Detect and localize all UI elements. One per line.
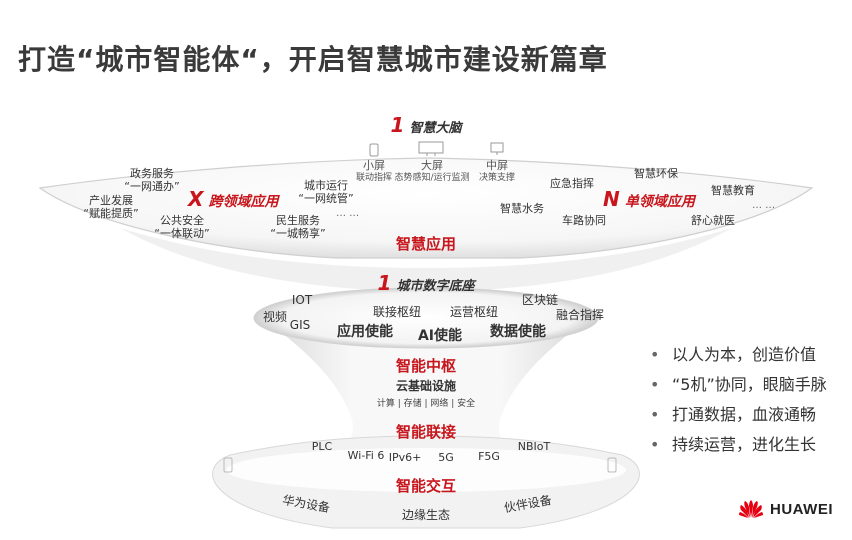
- cross-item-safety: 公共安全 “一体联动”: [154, 214, 210, 240]
- cross-domain-label: 跨领域应用: [208, 194, 279, 210]
- cross-item-safety-slogan: “一体联动”: [154, 226, 210, 240]
- base-item-blockchain: 区块链: [521, 293, 559, 307]
- cross-item-gov-slogan: “一网通办”: [124, 179, 180, 193]
- enabler-ai: AI使能: [417, 328, 463, 344]
- key-point-text: “5机”协同，眼脑手脉: [672, 375, 827, 394]
- bullet-dot: •: [650, 435, 660, 454]
- connect-item-f5g: F5G: [478, 450, 500, 463]
- cross-item-industry-slogan: “赋能提质”: [83, 206, 139, 220]
- cross-domain-letter: X: [188, 187, 204, 211]
- cross-item-gov-title: 政务服务: [130, 167, 174, 180]
- medium-screen-sub: 决策支撑: [478, 173, 516, 183]
- single-domain-label: 单领域应用: [624, 194, 695, 210]
- key-point: • 持续运营，进化生长: [650, 430, 827, 460]
- single-item-education: 智慧教育: [711, 184, 755, 197]
- large-screen-sub: 态势感知/运行监测: [394, 173, 470, 183]
- cross-item-livelihood-slogan: “一城畅享”: [270, 226, 326, 240]
- digital-base-number: 1: [377, 271, 392, 295]
- cloud-infra-label: 云基础设施: [395, 379, 457, 393]
- cross-item-safety-title: 公共安全: [160, 214, 204, 227]
- cross-item-ops: 城市运行 “一网统管”: [298, 179, 354, 205]
- brain-heading: 1 智慧大脑: [390, 114, 461, 137]
- single-item-water: 智慧水务: [500, 202, 544, 215]
- bullet-dot: •: [650, 375, 660, 394]
- page-title: 打造“城市智能体“，开启智慧城市建设新篇章: [18, 43, 608, 76]
- cross-ellipsis: … …: [336, 208, 360, 219]
- cross-domain-heading: X 跨领域应用: [188, 188, 279, 211]
- bullet-dot: •: [650, 345, 660, 364]
- single-ellipsis: … …: [752, 200, 776, 211]
- huawei-logo-text: HUAWEI: [770, 500, 833, 518]
- smart-connect-label: 智能联接: [395, 423, 457, 441]
- digital-base-label: 城市数字底座: [396, 279, 475, 294]
- vase-body: [240, 315, 612, 478]
- base-item-command: 融合指挥: [555, 308, 605, 322]
- key-point: • 以人为本，创造价值: [650, 340, 827, 370]
- large-screen-icon: [418, 141, 444, 161]
- single-item-emergency: 应急指挥: [550, 177, 594, 190]
- base-item-connection-hub: 联接枢纽: [372, 305, 422, 319]
- base-item-gis: GIS: [289, 318, 311, 332]
- phone-icon: [369, 142, 379, 161]
- brain-label: 智慧大脑: [409, 121, 462, 136]
- base-item-video: 视频: [262, 310, 288, 324]
- key-point-text: 以人为本，创造价值: [672, 345, 817, 364]
- digital-base-heading: 1 城市数字底座: [377, 272, 474, 295]
- key-point: • “5机”协同，眼脑手脉: [650, 370, 827, 400]
- enabler-data: 数据使能: [490, 324, 546, 340]
- cross-item-gov: 政务服务 “一网通办”: [124, 167, 180, 193]
- connect-item-nbiot: NBIoT: [517, 440, 551, 453]
- connect-item-ipv6: IPv6+: [388, 451, 422, 464]
- key-point-text: 持续运营，进化生长: [672, 435, 817, 454]
- cross-item-ops-slogan: “一网统管”: [298, 191, 354, 205]
- key-point-text: 打通数据，血液通畅: [672, 405, 817, 424]
- cross-item-livelihood: 民生服务 “一城畅享”: [270, 214, 326, 240]
- key-point: • 打通数据，血液通畅: [650, 400, 827, 430]
- connect-item-5g: 5G: [438, 451, 454, 464]
- small-screen-sub: 联动指挥: [355, 173, 393, 183]
- cloud-infra-items: 计算 | 存储 | 网络 | 安全: [376, 399, 476, 409]
- smart-interact-label: 智能交互: [395, 477, 457, 495]
- connect-item-plc: PLC: [311, 440, 333, 453]
- smart-apps-label: 智慧应用: [395, 235, 457, 253]
- bullet-dot: •: [650, 405, 660, 424]
- huawei-flower-icon: [739, 500, 763, 518]
- cross-item-industry: 产业发展 “赋能提质”: [83, 194, 139, 220]
- base-item-iot: IOT: [291, 293, 313, 307]
- key-points-list: • 以人为本，创造价值 • “5机”协同，眼脑手脉 • 打通数据，血液通畅 • 持续运营…: [650, 340, 827, 460]
- brain-number: 1: [390, 113, 405, 137]
- single-item-environment: 智慧环保: [634, 167, 678, 180]
- smart-hub-label: 智能中枢: [395, 357, 457, 375]
- medium-screen-label: 中屏: [486, 159, 508, 172]
- base-item-operation-hub: 运营枢纽: [449, 305, 499, 319]
- cross-item-livelihood-title: 民生服务: [276, 214, 320, 227]
- single-domain-letter: N: [603, 187, 620, 211]
- cross-item-industry-title: 产业发展: [89, 194, 133, 207]
- single-domain-heading: N 单领域应用: [603, 188, 695, 211]
- single-item-vehicle-road: 车路协同: [562, 214, 606, 227]
- huawei-logo: HUAWEI: [738, 498, 833, 520]
- enabler-app: 应用使能: [337, 324, 393, 340]
- monitor-icon: [490, 141, 504, 160]
- large-screen-label: 大屏: [421, 159, 443, 172]
- top-dish: [38, 157, 814, 259]
- cross-item-ops-title: 城市运行: [304, 179, 348, 192]
- interact-item-edge-ecosystem: 边缘生态: [401, 508, 451, 522]
- single-item-healthcare: 舒心就医: [691, 214, 735, 227]
- connect-item-wifi6: Wi-Fi 6: [347, 449, 385, 462]
- base-ring: [253, 287, 599, 349]
- small-screen-label: 小屏: [363, 159, 385, 172]
